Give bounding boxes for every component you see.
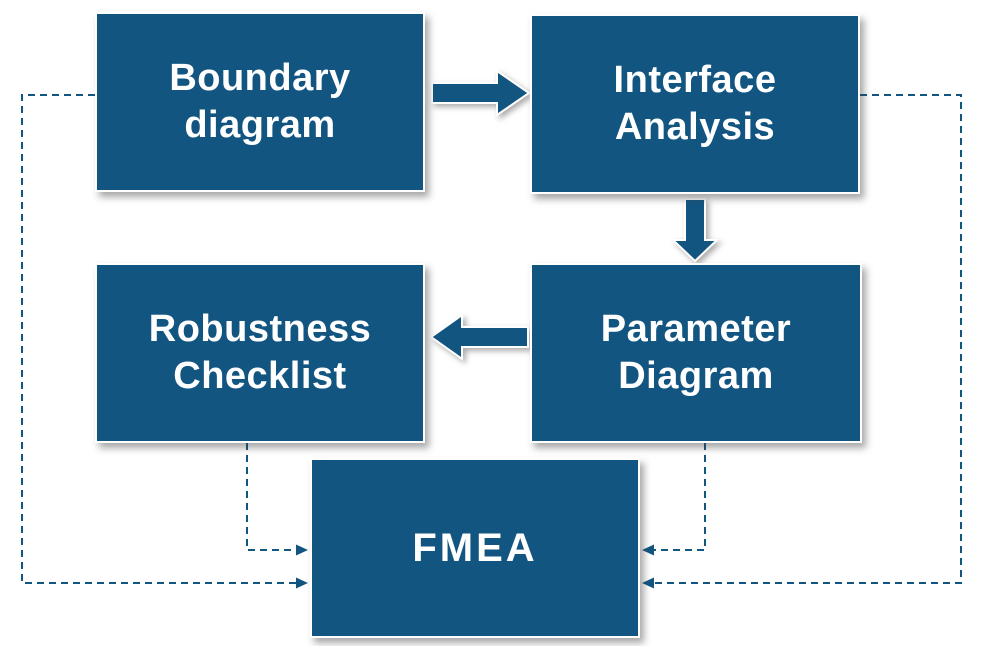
node-interface-analysis: Interface Analysis — [530, 14, 860, 194]
node-boundary-diagram-label: Boundary diagram — [169, 56, 351, 147]
dashed-arrow-boundary-to-fmea — [21, 94, 308, 589]
dashed-arrow-robustness-to-fmea — [246, 443, 308, 556]
node-robustness-checklist: Robustness Checklist — [95, 263, 425, 443]
dashed-arrow-interface-to-fmea — [642, 94, 962, 589]
node-parameter-diagram: Parameter Diagram — [530, 263, 862, 443]
node-parameter-diagram-label: Parameter Diagram — [600, 307, 792, 398]
node-robustness-checklist-label: Robustness Checklist — [148, 307, 372, 398]
arrow-interface-to-parameter — [670, 198, 720, 263]
node-fmea-label: FMEA — [412, 526, 538, 570]
node-boundary-diagram: Boundary diagram — [95, 12, 425, 192]
dashed-arrow-parameter-to-fmea — [642, 443, 706, 556]
node-fmea: FMEA — [310, 458, 640, 638]
arrow-parameter-to-robustness — [429, 313, 529, 361]
arrow-boundary-to-interface — [431, 69, 531, 117]
node-interface-analysis-label: Interface Analysis — [613, 58, 777, 149]
